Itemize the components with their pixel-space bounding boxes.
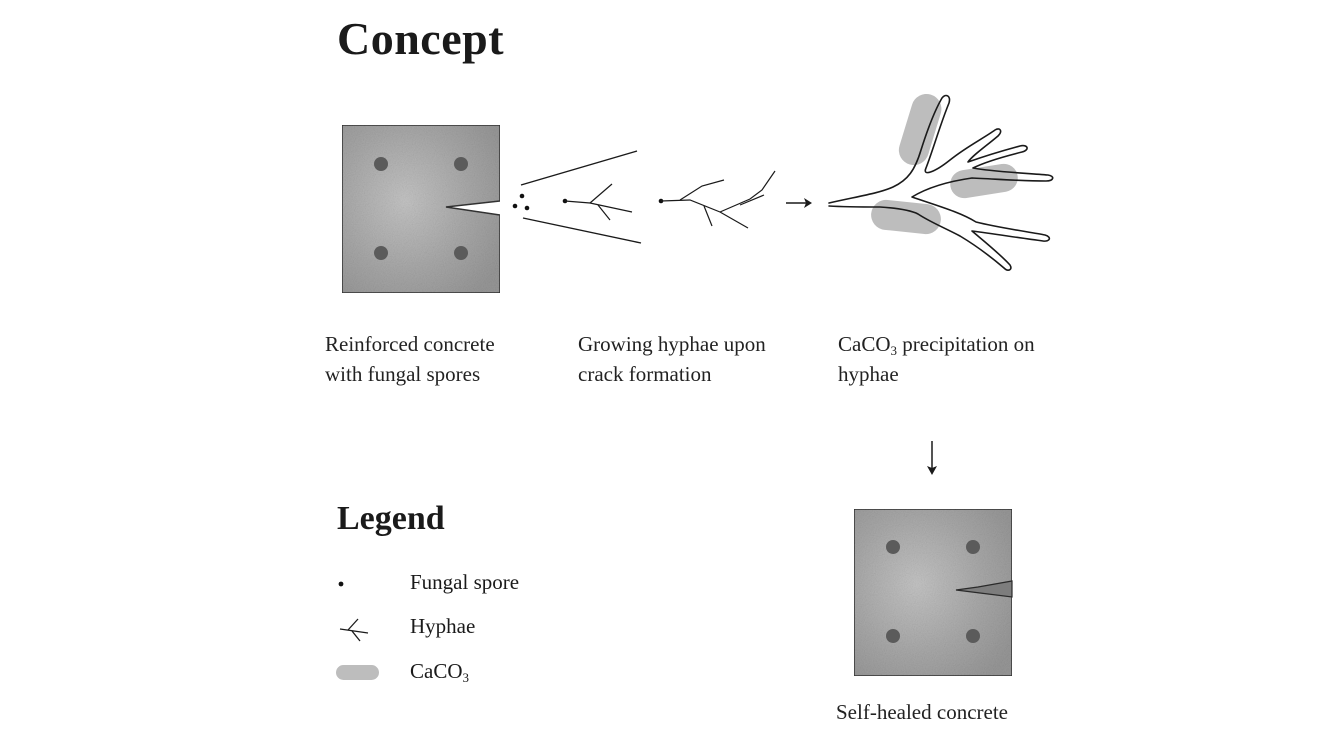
rebar-dot: [966, 540, 980, 554]
legend-label-hyphae: Hyphae: [410, 614, 476, 638]
caption-rest: precipitation on: [897, 332, 1035, 356]
legend-chem: CaCO: [410, 659, 463, 683]
caption-sub: 3: [890, 343, 898, 358]
caption-chem: CaCO: [838, 332, 891, 356]
legend-label-spore: Fungal spore: [410, 570, 520, 594]
hyphae-branch-icon: [339, 618, 369, 642]
legend-sub: 3: [462, 670, 470, 685]
caco3-pill-icon: [336, 665, 379, 680]
page-title: Concept: [337, 13, 505, 64]
spores-in-crack: [512, 193, 530, 211]
rebar-dot: [886, 540, 900, 554]
spore-dot-icon: [338, 581, 344, 587]
rebar-dot: [454, 157, 468, 171]
legend-title: Legend: [337, 500, 445, 537]
step-caption-growing: Growing hyphae upon crack formation: [578, 329, 818, 389]
concrete-block-reinforced: [341, 124, 501, 294]
step-caption-precipitation: CaCO3 precipitation on hyphae: [838, 329, 1098, 389]
rebar-dot: [374, 157, 388, 171]
caption-line: Growing hyphae upon: [578, 332, 766, 356]
hyphae-mature: [828, 94, 1054, 271]
rebar-dot: [886, 629, 900, 643]
hypha-small: [562, 183, 633, 221]
caption-line: CaCO3 precipitation on: [838, 329, 1098, 359]
rebar-dot: [374, 246, 388, 260]
caption-line: with fungal spores: [325, 362, 481, 386]
caption-line: Reinforced concrete: [325, 332, 495, 356]
step-caption-healed: Self-healed concrete: [836, 700, 1008, 724]
arrow-down: [927, 441, 937, 475]
caption-line: hyphae: [838, 362, 899, 386]
caption-line: crack formation: [578, 362, 712, 386]
rebar-dot: [454, 246, 468, 260]
step-caption-reinforced: Reinforced concrete with fungal spores: [325, 329, 555, 389]
legend-label-caco3: CaCO3: [410, 659, 469, 684]
rebar-dot: [966, 629, 980, 643]
arrow-right: [786, 198, 812, 208]
hypha-large: [658, 170, 776, 229]
concrete-block-healed: [853, 508, 1013, 677]
crack-wedge: [520, 150, 642, 244]
